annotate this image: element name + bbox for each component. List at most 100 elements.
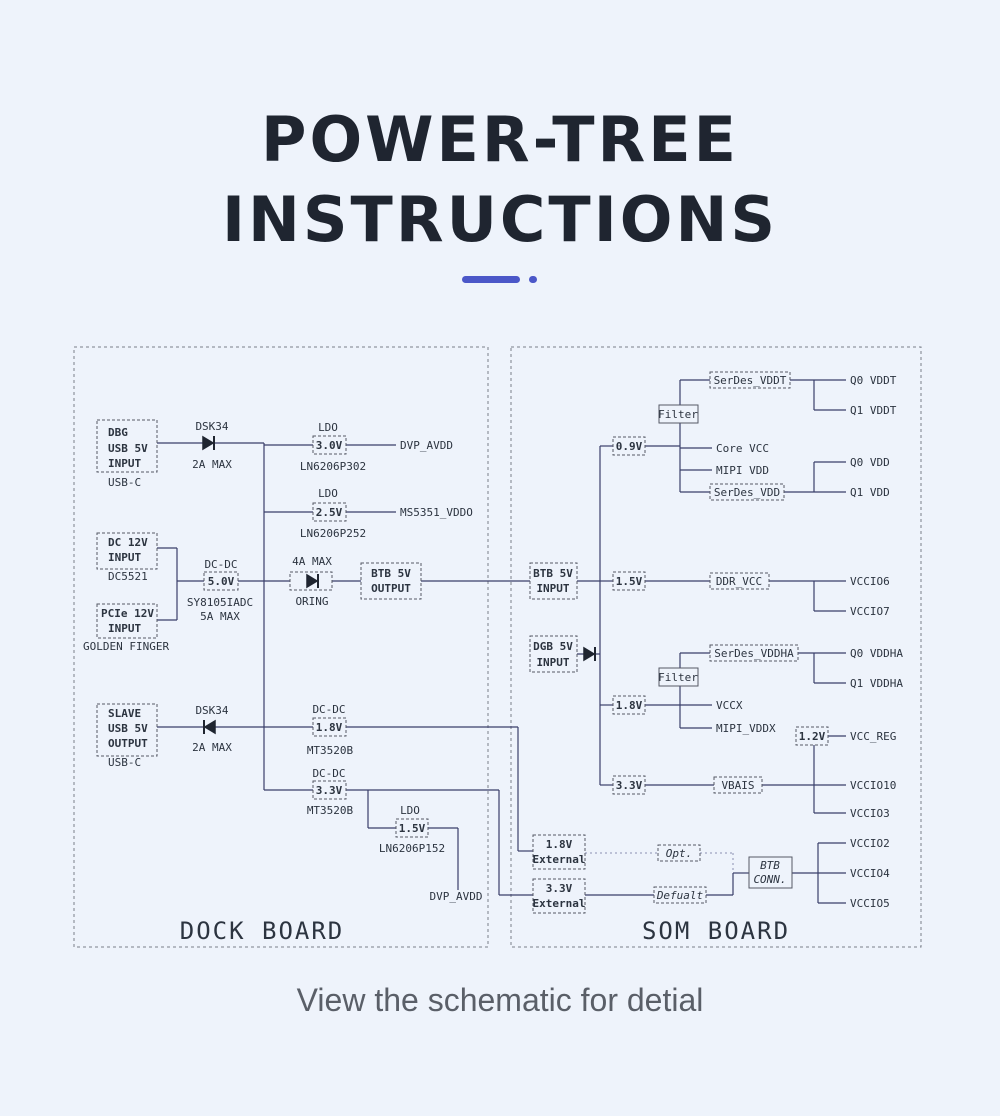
pcie-label-2: INPUT [108, 622, 141, 635]
diode-icon [306, 573, 319, 589]
dbg-sub: USB-C [108, 476, 141, 489]
btb-out-label-1: BTB 5V [371, 567, 411, 580]
serdes-vddt: SerDes_VDDT [714, 374, 787, 387]
ldo30-value: 3.0V [316, 439, 343, 452]
vccio7: VCCIO7 [850, 605, 890, 618]
dgb-in-label-2: INPUT [536, 656, 569, 669]
vccio6: VCCIO6 [850, 575, 890, 588]
slave-label-1: SLAVE [108, 707, 141, 720]
ext33-label-2: External [533, 897, 586, 910]
slave-label-3: OUTPUT [108, 737, 148, 750]
q1-vdd: Q1 VDD [850, 486, 890, 499]
pcie-label-1: PCIe 12V [101, 607, 154, 620]
oring-name: ORING [295, 595, 328, 608]
dcdc18-part: MT3520B [307, 744, 354, 757]
ldo25-type: LDO [318, 487, 338, 500]
mipi-vdd: MIPI VDD [716, 464, 769, 477]
som-wires [577, 379, 846, 904]
vccx: VCCX [716, 699, 743, 712]
dsk34-top-name: DSK34 [195, 420, 228, 433]
dcdc5-part: SY8105IADC [187, 596, 253, 609]
serdes-vddha: SerDes_VDDHA [714, 647, 794, 660]
dcdc33-type: DC-DC [312, 767, 345, 780]
ldo25-part: LN6206P252 [300, 527, 366, 540]
vcc-reg: VCC_REG [850, 730, 896, 743]
vccio5: VCCIO5 [850, 897, 890, 910]
dcdc5-value: 5.0V [208, 575, 235, 588]
dsk34-bot-rating: 2A MAX [192, 741, 232, 754]
title-line-1: POWER-TREE [261, 103, 739, 176]
diode-icon [583, 646, 596, 662]
filter-1: Filter [658, 408, 698, 421]
diode-icon [202, 435, 215, 451]
defualt-label: Defualt [656, 889, 704, 902]
ldo15-out: DVP_AVDD [430, 890, 483, 903]
btb-conn-label-2: CONN. [753, 873, 786, 886]
dcdc5-rating: 5A MAX [200, 610, 240, 623]
btb-in-label-1: BTB 5V [533, 567, 573, 580]
dock-board-label: DOCK BOARD [180, 917, 345, 945]
dc12-label-2: INPUT [108, 551, 141, 564]
slave-sub: USB-C [108, 756, 141, 769]
dock-board-border [73, 346, 489, 948]
ldo25-value: 2.5V [316, 506, 343, 519]
vccio2: VCCIO2 [850, 837, 890, 850]
vccio10: VCCIO10 [850, 779, 896, 792]
accent-dot [529, 276, 537, 283]
ext18-label-2: External [533, 853, 586, 866]
rail-33: 3.3V [616, 779, 643, 792]
ldo30-type: LDO [318, 421, 338, 434]
dcdc33-value: 3.3V [316, 784, 343, 797]
q1-vddha: Q1 VDDHA [850, 677, 903, 690]
ldo15-part: LN6206P152 [379, 842, 445, 855]
dock-wires [157, 442, 533, 896]
ldo15-value: 1.5V [399, 822, 426, 835]
ext33-label-1: 3.3V [546, 882, 573, 895]
dsk34-top-rating: 2A MAX [192, 458, 232, 471]
dcdc18-value: 1.8V [316, 721, 343, 734]
ext18-label-1: 1.8V [546, 838, 573, 851]
ldo30-part: LN6206P302 [300, 460, 366, 473]
ldo15-type: LDO [400, 804, 420, 817]
q0-vddt: Q0 VDDT [850, 374, 897, 387]
rail-18: 1.8V [616, 699, 643, 712]
dcdc18-type: DC-DC [312, 703, 345, 716]
dc12-sub: DC5521 [108, 570, 148, 583]
slave-label-2: USB 5V [108, 722, 148, 735]
oring-rating: 4A MAX [292, 555, 332, 568]
dbg-label-3: INPUT [108, 457, 141, 470]
dbg-label-2: USB 5V [108, 442, 148, 455]
diode-icon [203, 719, 216, 735]
mipi-vddx: MIPI_VDDX [716, 722, 776, 735]
dbg-label-1: DBG [108, 426, 128, 439]
ddr-vcc: DDR_VCC [716, 575, 762, 588]
core-vcc: Core VCC [716, 442, 769, 455]
q0-vdd: Q0 VDD [850, 456, 890, 469]
dcdc5-type: DC-DC [204, 558, 237, 571]
ldo30-out: DVP_AVDD [400, 439, 453, 452]
footer-caption: View the schematic for detial [296, 982, 704, 1018]
title-line-2: INSTRUCTIONS [221, 183, 779, 256]
opt-label: Opt. [666, 847, 693, 860]
vbais: VBAIS [721, 779, 754, 792]
dc12-label-1: DC 12V [108, 536, 148, 549]
accent-bar [462, 276, 520, 283]
som-board-label: SOM BOARD [642, 917, 790, 945]
dsk34-bot-name: DSK34 [195, 704, 228, 717]
filter-2: Filter [658, 671, 698, 684]
serdes-vdd: SerDes_VDD [714, 486, 780, 499]
ldo25-out: MS5351_VDDO [400, 506, 473, 519]
q1-vddt: Q1 VDDT [850, 404, 897, 417]
btb-conn-label-1: BTB [760, 859, 780, 872]
q0-vddha: Q0 VDDHA [850, 647, 903, 660]
pcie-sub: GOLDEN FINGER [83, 640, 169, 653]
som-board-border [510, 346, 922, 948]
dcdc33-part: MT3520B [307, 804, 354, 817]
vccio4: VCCIO4 [850, 867, 890, 880]
dgb-in-label-1: DGB 5V [533, 640, 573, 653]
btb-out-label-2: OUTPUT [371, 582, 411, 595]
rail-12: 1.2V [799, 730, 826, 743]
btb-in-label-2: INPUT [536, 582, 569, 595]
rail-15: 1.5V [616, 575, 643, 588]
vccio3: VCCIO3 [850, 807, 890, 820]
